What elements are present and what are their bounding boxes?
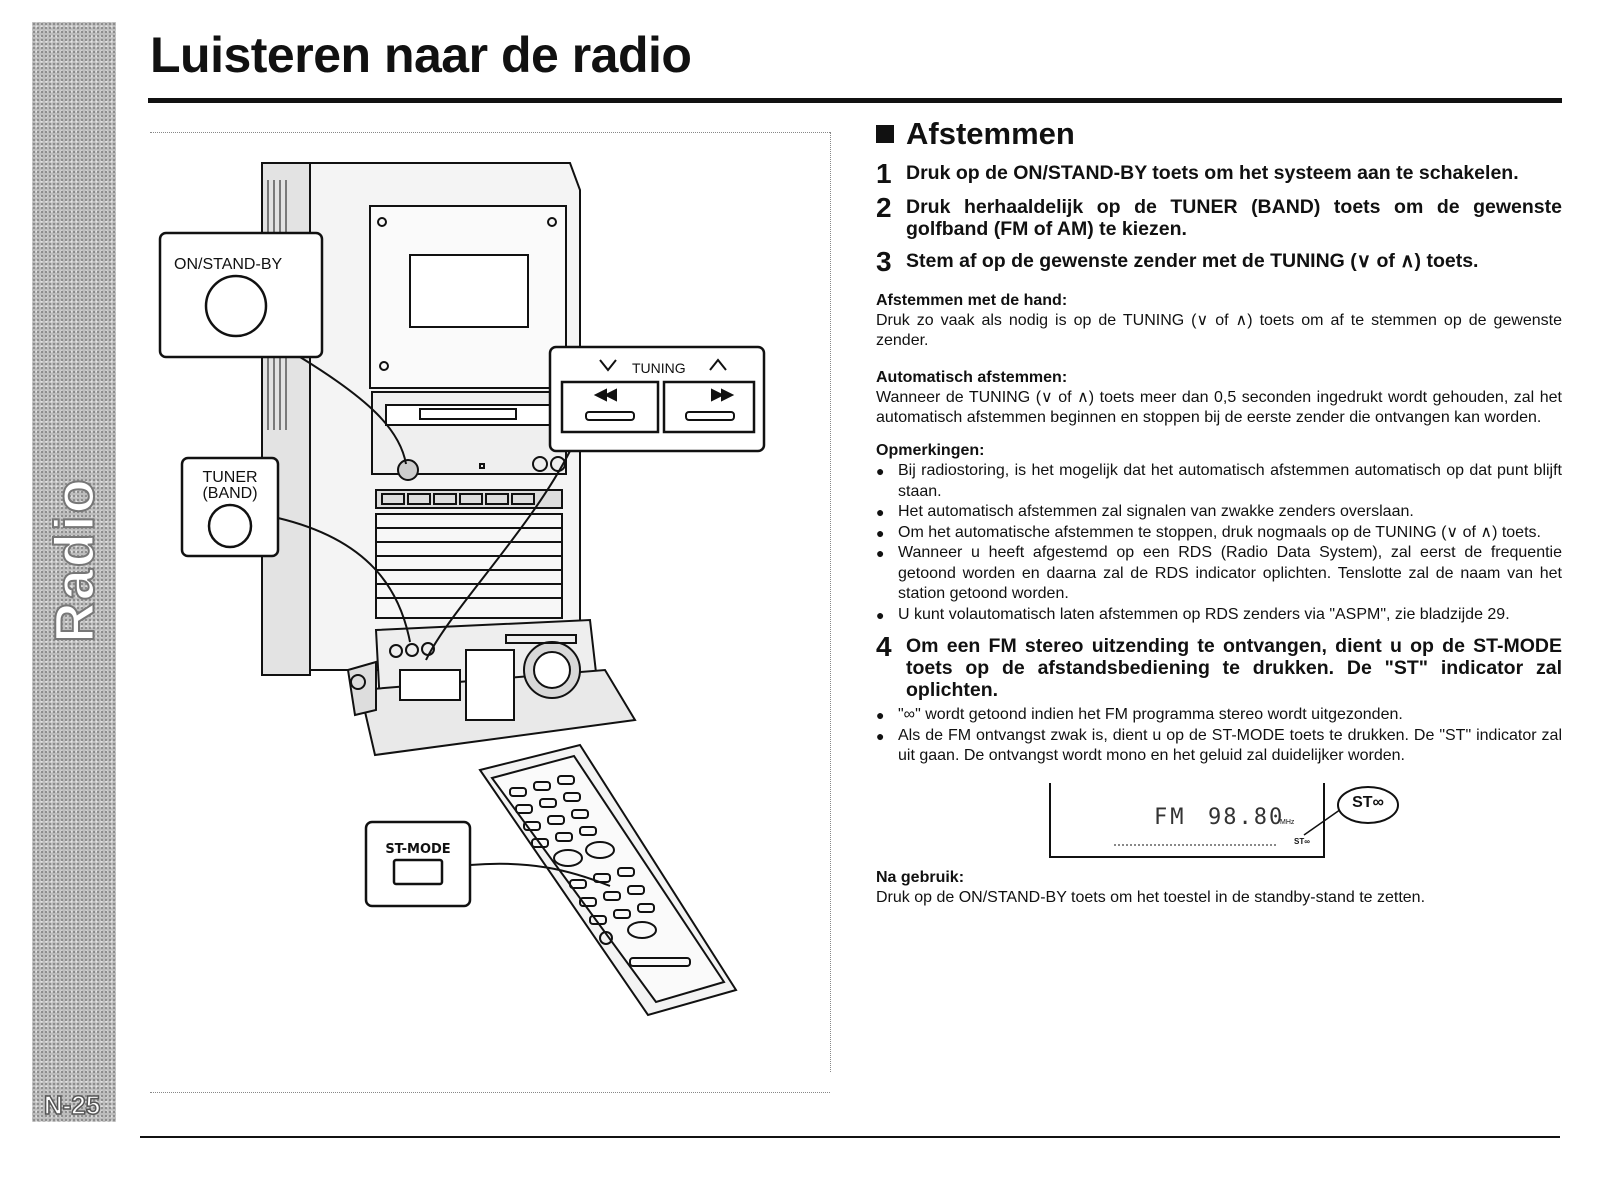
step-4: 4 Om een FM stereo uitzending te ontvange… <box>876 631 1562 702</box>
dotted-divider <box>150 1092 830 1093</box>
section-label: Radio <box>42 476 107 644</box>
section-sidebar <box>32 22 116 1122</box>
title-rule <box>148 98 1562 103</box>
after-use-text: Druk op de ON/STAND-BY toets om het toes… <box>876 888 1426 906</box>
tuning-label: TUNING <box>632 360 686 376</box>
stereo-notes-list: "∞" wordt getoond indien het FM programm… <box>876 705 1562 767</box>
step-number: 1 <box>876 158 892 189</box>
manual-tuning-text: Druk zo vaak als nodig is op de TUNING (… <box>876 312 1562 349</box>
list-item: Het automatisch afstemmen zal signalen v… <box>876 502 1562 523</box>
step-number: 4 <box>876 631 892 662</box>
list-item: Als de FM ontvangst zwak is, dient u op … <box>876 726 1562 767</box>
tuner-label: TUNER <box>202 469 258 486</box>
page-number: N-25 <box>43 1089 101 1121</box>
dotted-divider <box>150 132 830 133</box>
on-standby-label: ON/STAND-BY <box>174 256 283 273</box>
step-1: 1 Druk op de ON/STAND-BY toets om het sys… <box>876 158 1562 189</box>
auto-tuning-heading: Automatisch afstemmen: <box>876 369 1068 386</box>
st-mode-label: ST-MODE <box>385 842 451 857</box>
notes-heading: Opmerkingen: <box>876 442 985 459</box>
display-band: FM <box>1154 804 1187 830</box>
square-bullet-icon <box>876 125 894 143</box>
step-3: 3 Stem af op de gewenste zender met de TU… <box>876 246 1562 277</box>
step-number: 3 <box>876 246 892 277</box>
display-unit: MHz <box>1280 818 1295 826</box>
step-text: Druk herhaaldelijk op de TUNER (BAND) to… <box>906 196 1562 240</box>
section-title: Afstemmen <box>906 116 1075 151</box>
manual-tuning-heading: Afstemmen met de hand: <box>876 292 1068 309</box>
list-item: Om het automatische afstemmen te stoppen… <box>876 523 1562 544</box>
tuner-display: FM 98.80 MHz ST∞ ST∞ <box>1048 782 1408 861</box>
step-number: 2 <box>876 192 892 223</box>
device-illustration: ON/STAND-BY TUNING TUNER (BAND) ST-MODE <box>150 130 830 1090</box>
step-2: 2 Druk herhaaldelijk op de TUNER (BAND) t… <box>876 192 1562 241</box>
step-text: Stem af op de gewenste zender met de TUN… <box>906 250 1479 272</box>
list-item: U kunt volautomatisch laten afstemmen op… <box>876 605 1562 626</box>
band-label: (BAND) <box>202 485 258 502</box>
page-title: Luisteren naar de radio <box>150 27 692 83</box>
display-frame <box>1049 782 1399 858</box>
step-text: Druk op de ON/STAND-BY toets om het syst… <box>906 162 1519 184</box>
list-item: "∞" wordt getoond indien het FM programm… <box>876 705 1562 726</box>
list-item: Wanneer u heeft afgestemd op een RDS (Ra… <box>876 543 1562 605</box>
after-use-heading: Na gebruik: <box>876 868 965 886</box>
section-heading: Afstemmen <box>876 116 1562 152</box>
stereo-system-drawing <box>158 162 766 1017</box>
display-stereo-indicator: ST∞ <box>1294 836 1310 846</box>
stereo-indicator-callout: ST∞ <box>1352 793 1384 811</box>
dotted-divider <box>830 132 831 1072</box>
notes-list: Bij radiostoring, is het mogelijk dat he… <box>876 461 1562 625</box>
display-frequency: 98.80 <box>1208 804 1285 830</box>
tuner-band-label: TUNER (BAND) <box>182 470 278 502</box>
step-text: Om een FM stereo uitzending te ontvangen… <box>906 635 1562 701</box>
auto-tuning-text: Wanneer de TUNING (∨ of ∧) toets meer da… <box>876 389 1562 426</box>
footer-rule <box>140 1136 1560 1138</box>
list-item: Bij radiostoring, is het mogelijk dat he… <box>876 461 1562 502</box>
